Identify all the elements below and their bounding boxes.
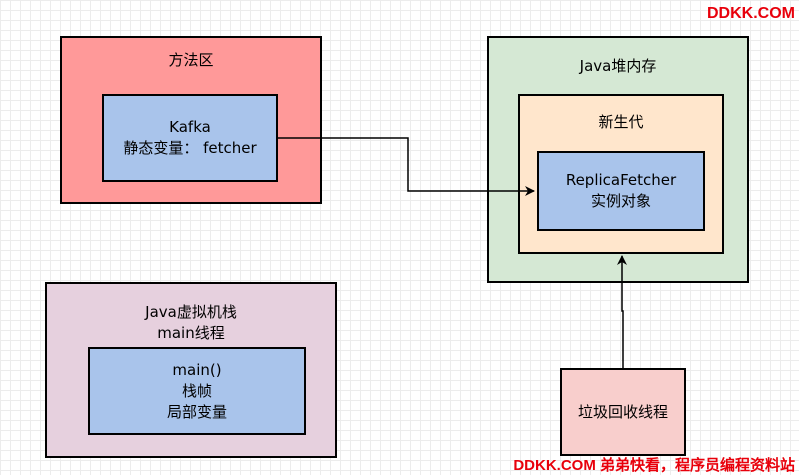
kafka-class-box: Kafka 静态变量： fetcher [102,94,278,182]
java-vm-stack-title: Java虚拟机栈 [145,303,237,321]
kafka-static-field: 静态变量： fetcher [123,139,257,157]
kafka-class-name: Kafka [169,118,211,136]
gc-thread-box: 垃圾回收线程 [560,368,686,456]
replica-fetcher-name: ReplicaFetcher [565,171,677,189]
stack-frame-method: main() [172,360,222,379]
main-thread-label: main线程 [157,324,225,342]
local-variables-label: 局部变量 [166,402,227,421]
method-area-title: 方法区 [168,51,214,69]
java-heap-title: Java堆内存 [579,57,657,75]
watermark-bottom: DDKK.COM 弟弟快看，程序员编程资料站 [513,457,795,474]
stack-frame-box: main() 栈帧 局部变量 [88,347,306,435]
stack-frame-label: 栈帧 [181,381,212,400]
gc-thread-label: 垃圾回收线程 [577,402,668,421]
replica-fetcher-object: ReplicaFetcher 实例对象 [537,151,705,231]
replica-fetcher-desc: 实例对象 [590,192,651,210]
watermark-top: DDKK.COM [707,5,795,22]
young-generation-title: 新生代 [598,113,644,131]
